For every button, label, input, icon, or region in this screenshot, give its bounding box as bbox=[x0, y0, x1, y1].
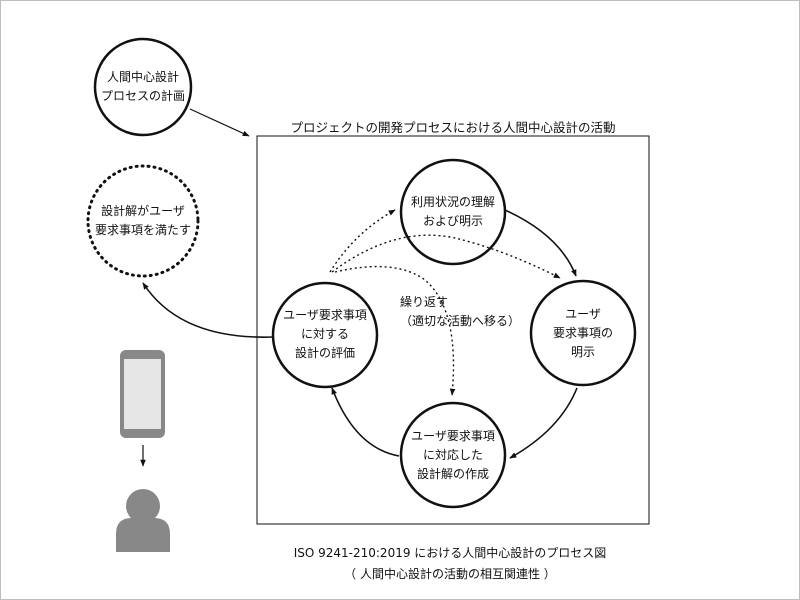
user-icon bbox=[116, 489, 170, 552]
satisfy-circle bbox=[86, 164, 200, 278]
requirements-circle bbox=[529, 279, 637, 387]
context-label: 利用状況の理解および明示 bbox=[410, 195, 495, 228]
iterate-to-context-arrow bbox=[329, 209, 396, 273]
evaluate-label: ユーザ要求事項に対する設計の評価 bbox=[283, 308, 367, 360]
evaluate-circle bbox=[271, 281, 379, 389]
design-circle bbox=[399, 401, 507, 509]
iterate-label: 繰り返す（適切な活動へ移る） bbox=[400, 295, 521, 328]
iterate-to-design-arrow bbox=[334, 265, 456, 396]
requirements-label: ユーザ要求事項の明示 bbox=[552, 307, 613, 359]
caption-line-1: ISO 9241-210:2019 における人間中心設計のプロセス図 bbox=[293, 546, 607, 560]
caption-line-2: （ 人間中心設計の活動の相互関連性 ） bbox=[344, 567, 556, 581]
plan-to-box-arrow bbox=[189, 108, 250, 137]
smartphone-icon bbox=[120, 350, 165, 438]
context-circle bbox=[399, 158, 507, 266]
evaluate-to-satisfy-arrow bbox=[142, 282, 274, 338]
plan-label: 人間中心設計プロセスの計画 bbox=[100, 70, 185, 103]
design-to-evaluate-arrow bbox=[331, 387, 400, 457]
requirements-to-design-arrow bbox=[509, 387, 578, 459]
plan-circle bbox=[93, 37, 193, 137]
context-to-requirements-arrow bbox=[504, 209, 577, 277]
satisfy-label: 設計解がユーザ要求事項を満たす bbox=[94, 204, 191, 237]
activity-box bbox=[256, 135, 650, 525]
design-label: ユーザ要求事項に対応した設計解の作成 bbox=[411, 429, 495, 481]
iterate-to-requirements-arrow bbox=[331, 234, 561, 279]
box-title: プロジェクトの開発プロセスにおける人間中心設計の活動 bbox=[290, 120, 616, 135]
